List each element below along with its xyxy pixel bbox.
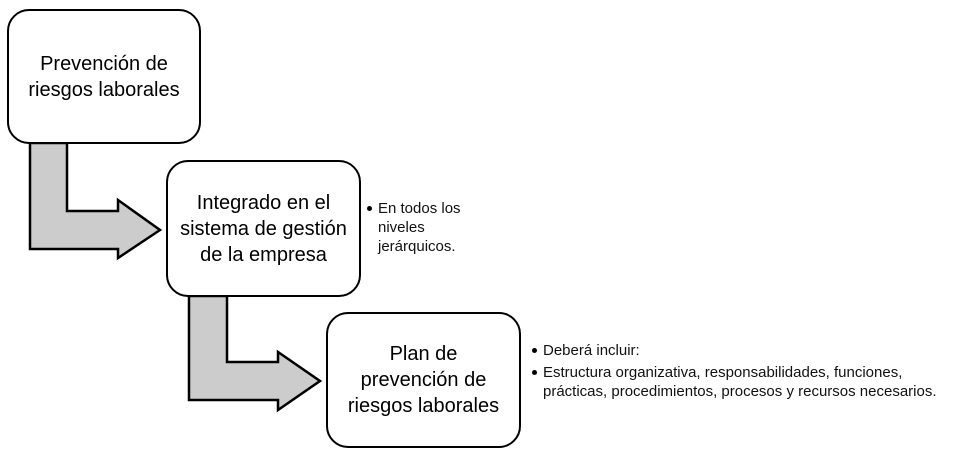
note-item: Deberá incluir:	[531, 341, 951, 360]
notes-box3: Deberá incluir: Estructura organizativa,…	[531, 341, 951, 404]
box-plan-prevencion: Plan de prevención de riesgos laborales	[326, 312, 521, 448]
box-label: Prevención de riesgos laborales	[28, 52, 180, 101]
box-prevencion-riesgos: Prevención de riesgos laborales	[7, 9, 201, 144]
box-label: Integrado en el sistema de gestión de la…	[180, 191, 347, 266]
box-integrado-sistema: Integrado en el sistema de gestión de la…	[166, 160, 361, 297]
note-item: Estructura organizativa, responsabilidad…	[531, 363, 951, 401]
note-item: En todos los niveles jerárquicos.	[366, 199, 486, 256]
arrow-1	[28, 141, 163, 261]
notes-box2: En todos los niveles jerárquicos.	[366, 199, 486, 259]
box-label: Plan de prevención de riesgos laborales	[347, 343, 500, 417]
arrow-2	[187, 294, 323, 413]
